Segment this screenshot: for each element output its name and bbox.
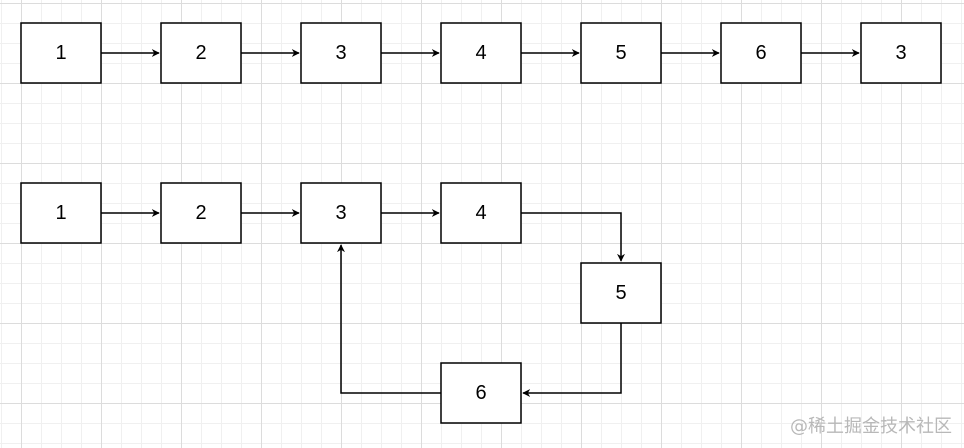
- node-label: 6: [755, 42, 766, 64]
- row-2-nodes: 1 2 3 4 5 6: [20, 182, 662, 424]
- node-label: 3: [895, 42, 906, 64]
- node-r1-5: 5: [580, 22, 662, 84]
- node-label: 3: [335, 202, 346, 224]
- node-label: 5: [615, 282, 626, 304]
- row-1-nodes: 1 2 3 4 5 6 3: [20, 22, 942, 84]
- node-r2-1: 1: [20, 182, 102, 244]
- edge-r2-6-3: [337, 244, 441, 394]
- node-r2-2: 2: [160, 182, 242, 244]
- node-label: 3: [335, 42, 346, 64]
- node-r1-3: 3: [300, 22, 382, 84]
- node-r1-2: 2: [160, 22, 242, 84]
- node-r1-4: 4: [440, 22, 522, 84]
- node-r1-6: 6: [720, 22, 802, 84]
- edge-r2-5-6: [522, 323, 622, 397]
- node-r1-7: 3: [860, 22, 942, 84]
- node-label: 4: [475, 42, 486, 64]
- node-label: 2: [195, 202, 206, 224]
- node-label: 2: [195, 42, 206, 64]
- watermark: @稀土掘金技术社区: [790, 416, 952, 437]
- node-label: 1: [55, 202, 66, 224]
- node-label: 1: [55, 42, 66, 64]
- node-r1-1: 1: [20, 22, 102, 84]
- edge-r2-4-5: [521, 212, 625, 262]
- node-label: 6: [475, 382, 486, 404]
- node-r2-4: 4: [440, 182, 522, 244]
- node-r2-5: 5: [580, 262, 662, 324]
- node-r2-3: 3: [300, 182, 382, 244]
- row-2-edges: [101, 209, 625, 397]
- node-label: 4: [475, 202, 486, 224]
- node-label: 5: [615, 42, 626, 64]
- node-r2-6: 6: [440, 362, 522, 424]
